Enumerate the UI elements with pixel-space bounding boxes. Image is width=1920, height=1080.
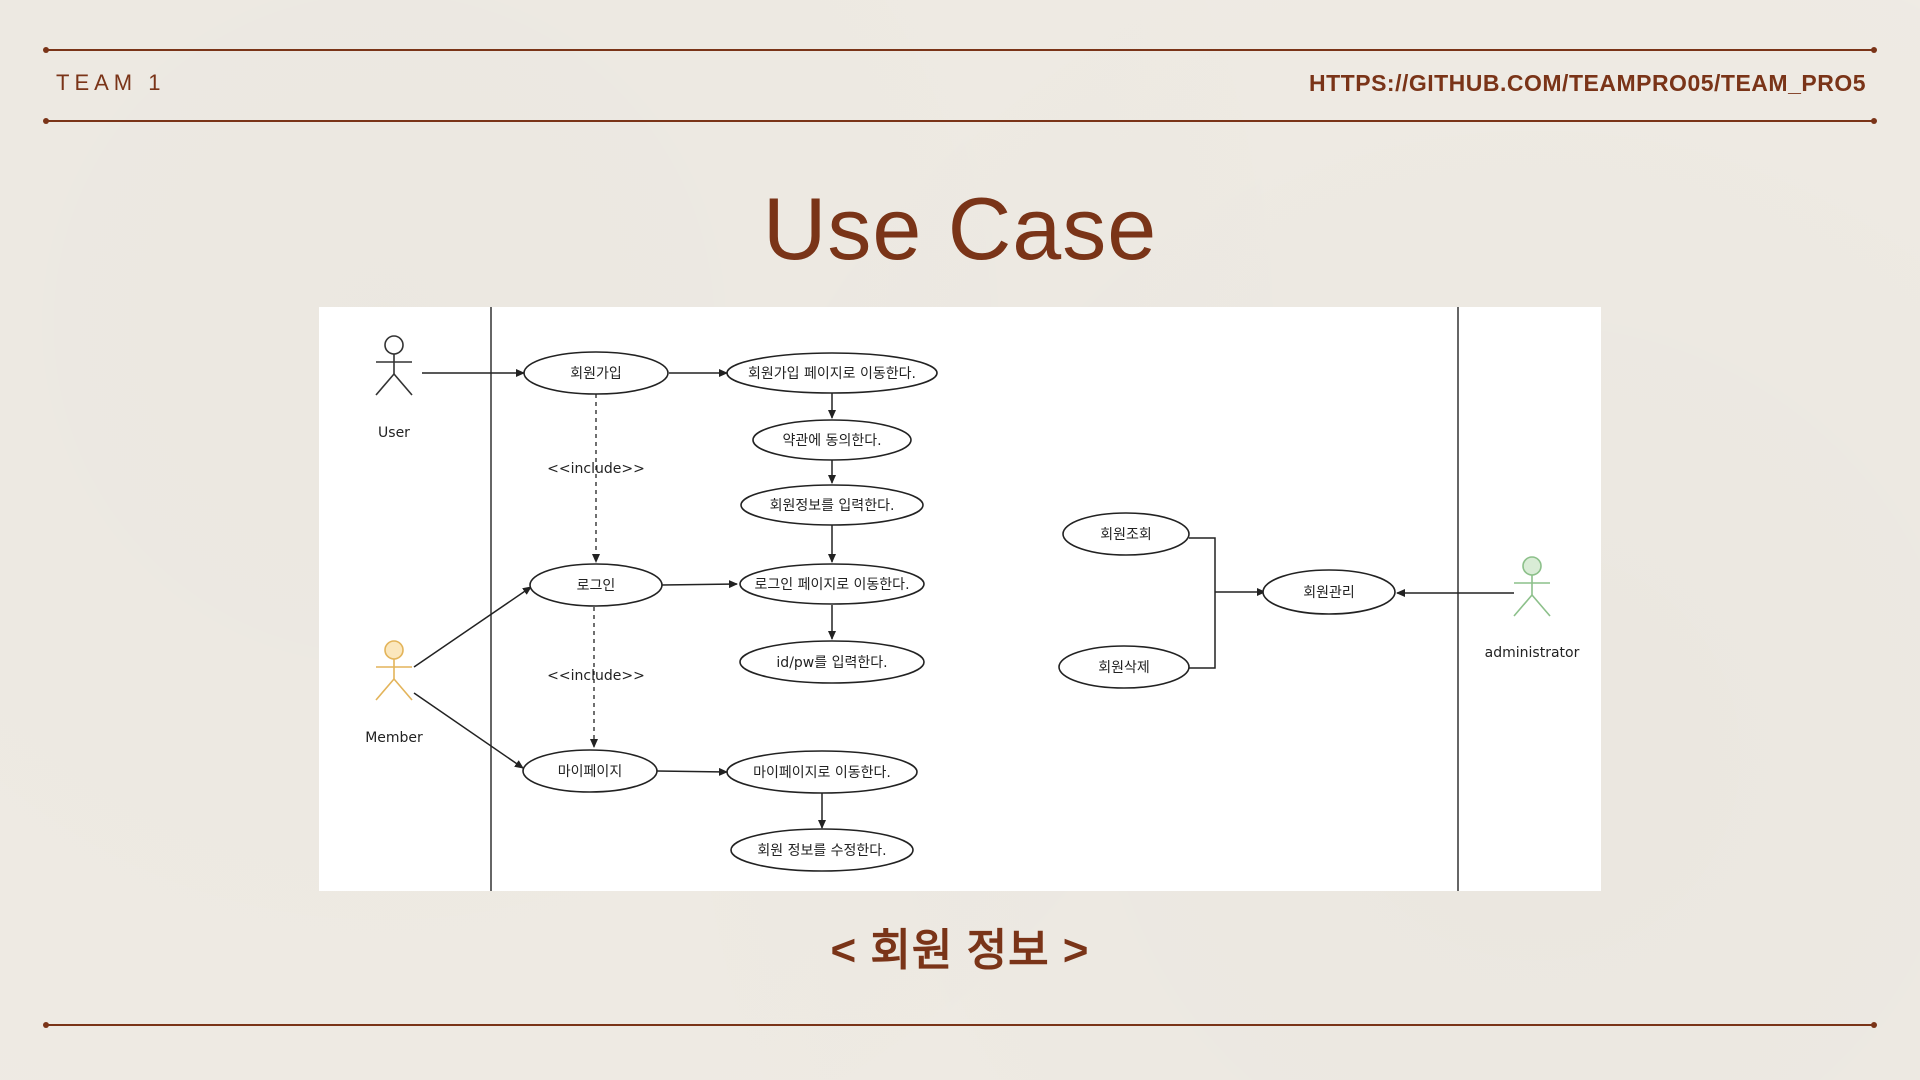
include-label-2: <<include>> [547, 668, 645, 684]
team-label: TEAM 1 [56, 70, 166, 95]
svg-text:로그인 페이지로 이동한다.: 로그인 페이지로 이동한다. [754, 577, 909, 593]
diagram-caption: < 회원 정보 > [830, 926, 1090, 975]
enter-info-use-case: 회원정보를 입력한다. [740, 484, 924, 526]
svg-text:회원삭제: 회원삭제 [1098, 660, 1150, 676]
include-label-1: <<include>> [547, 461, 645, 477]
svg-text:id/pw를 입력한다.: id/pw를 입력한다. [776, 655, 887, 671]
member-delete-use-case: 회원삭제 [1058, 645, 1190, 689]
member-to-mypage-edge [413, 692, 524, 769]
enter-idpw-use-case: id/pw를 입력한다. [739, 640, 925, 684]
member-lookup-use-case: 회원조회 [1062, 512, 1190, 556]
mypage-to-move-edge [656, 767, 728, 776]
delete-to-manage-edge [1189, 591, 1216, 669]
member-actor-icon [375, 640, 413, 701]
lookup-to-manage-edge [1189, 537, 1216, 591]
page-title: Use Case [762, 179, 1158, 278]
svg-text:회원 정보를 수정한다.: 회원 정보를 수정한다. [757, 843, 886, 859]
svg-text:회원가입 페이지로 이동한다.: 회원가입 페이지로 이동한다. [748, 366, 916, 382]
use-case-diagram: User Member administrator [319, 307, 1601, 891]
user-actor-icon [375, 335, 413, 396]
svg-text:마이페이지로 이동한다.: 마이페이지로 이동한다. [753, 765, 891, 781]
login-to-page-edge [661, 580, 738, 589]
member-actor-label: Member [365, 730, 423, 746]
member-manage-use-case: 회원관리 [1262, 569, 1396, 615]
admin-actor-icon [1513, 556, 1551, 617]
edit-info-use-case: 회원 정보를 수정한다. [730, 828, 914, 872]
login-page-use-case: 로그인 페이지로 이동한다. [739, 563, 925, 605]
svg-text:약관에 동의한다.: 약관에 동의한다. [782, 433, 881, 449]
svg-text:회원가입: 회원가입 [570, 366, 622, 382]
login-use-case: 로그인 [529, 563, 663, 607]
mypage-use-case: 마이페이지 [522, 749, 658, 793]
admin-actor-label: administrator [1485, 645, 1580, 661]
svg-text:회원정보를 입력한다.: 회원정보를 입력한다. [770, 498, 895, 514]
signup-use-case: 회원가입 [523, 351, 669, 395]
svg-text:회원조회: 회원조회 [1100, 527, 1152, 543]
header-divider [43, 118, 1877, 124]
svg-text:마이페이지: 마이페이지 [558, 764, 622, 780]
svg-text:로그인: 로그인 [577, 578, 616, 594]
top-divider [43, 47, 1877, 53]
bottom-divider [43, 1022, 1877, 1028]
agree-terms-use-case: 약관에 동의한다. [752, 419, 912, 461]
user-actor-label: User [378, 425, 410, 441]
svg-text:회원관리: 회원관리 [1303, 585, 1355, 601]
signup-page-use-case: 회원가입 페이지로 이동한다. [726, 352, 938, 394]
mypage-move-use-case: 마이페이지로 이동한다. [726, 750, 918, 794]
member-to-login-edge [413, 586, 532, 668]
repo-url-link[interactable]: HTTPS://GITHUB.COM/TEAMPRO05/TEAM_PRO5 [1309, 70, 1866, 96]
